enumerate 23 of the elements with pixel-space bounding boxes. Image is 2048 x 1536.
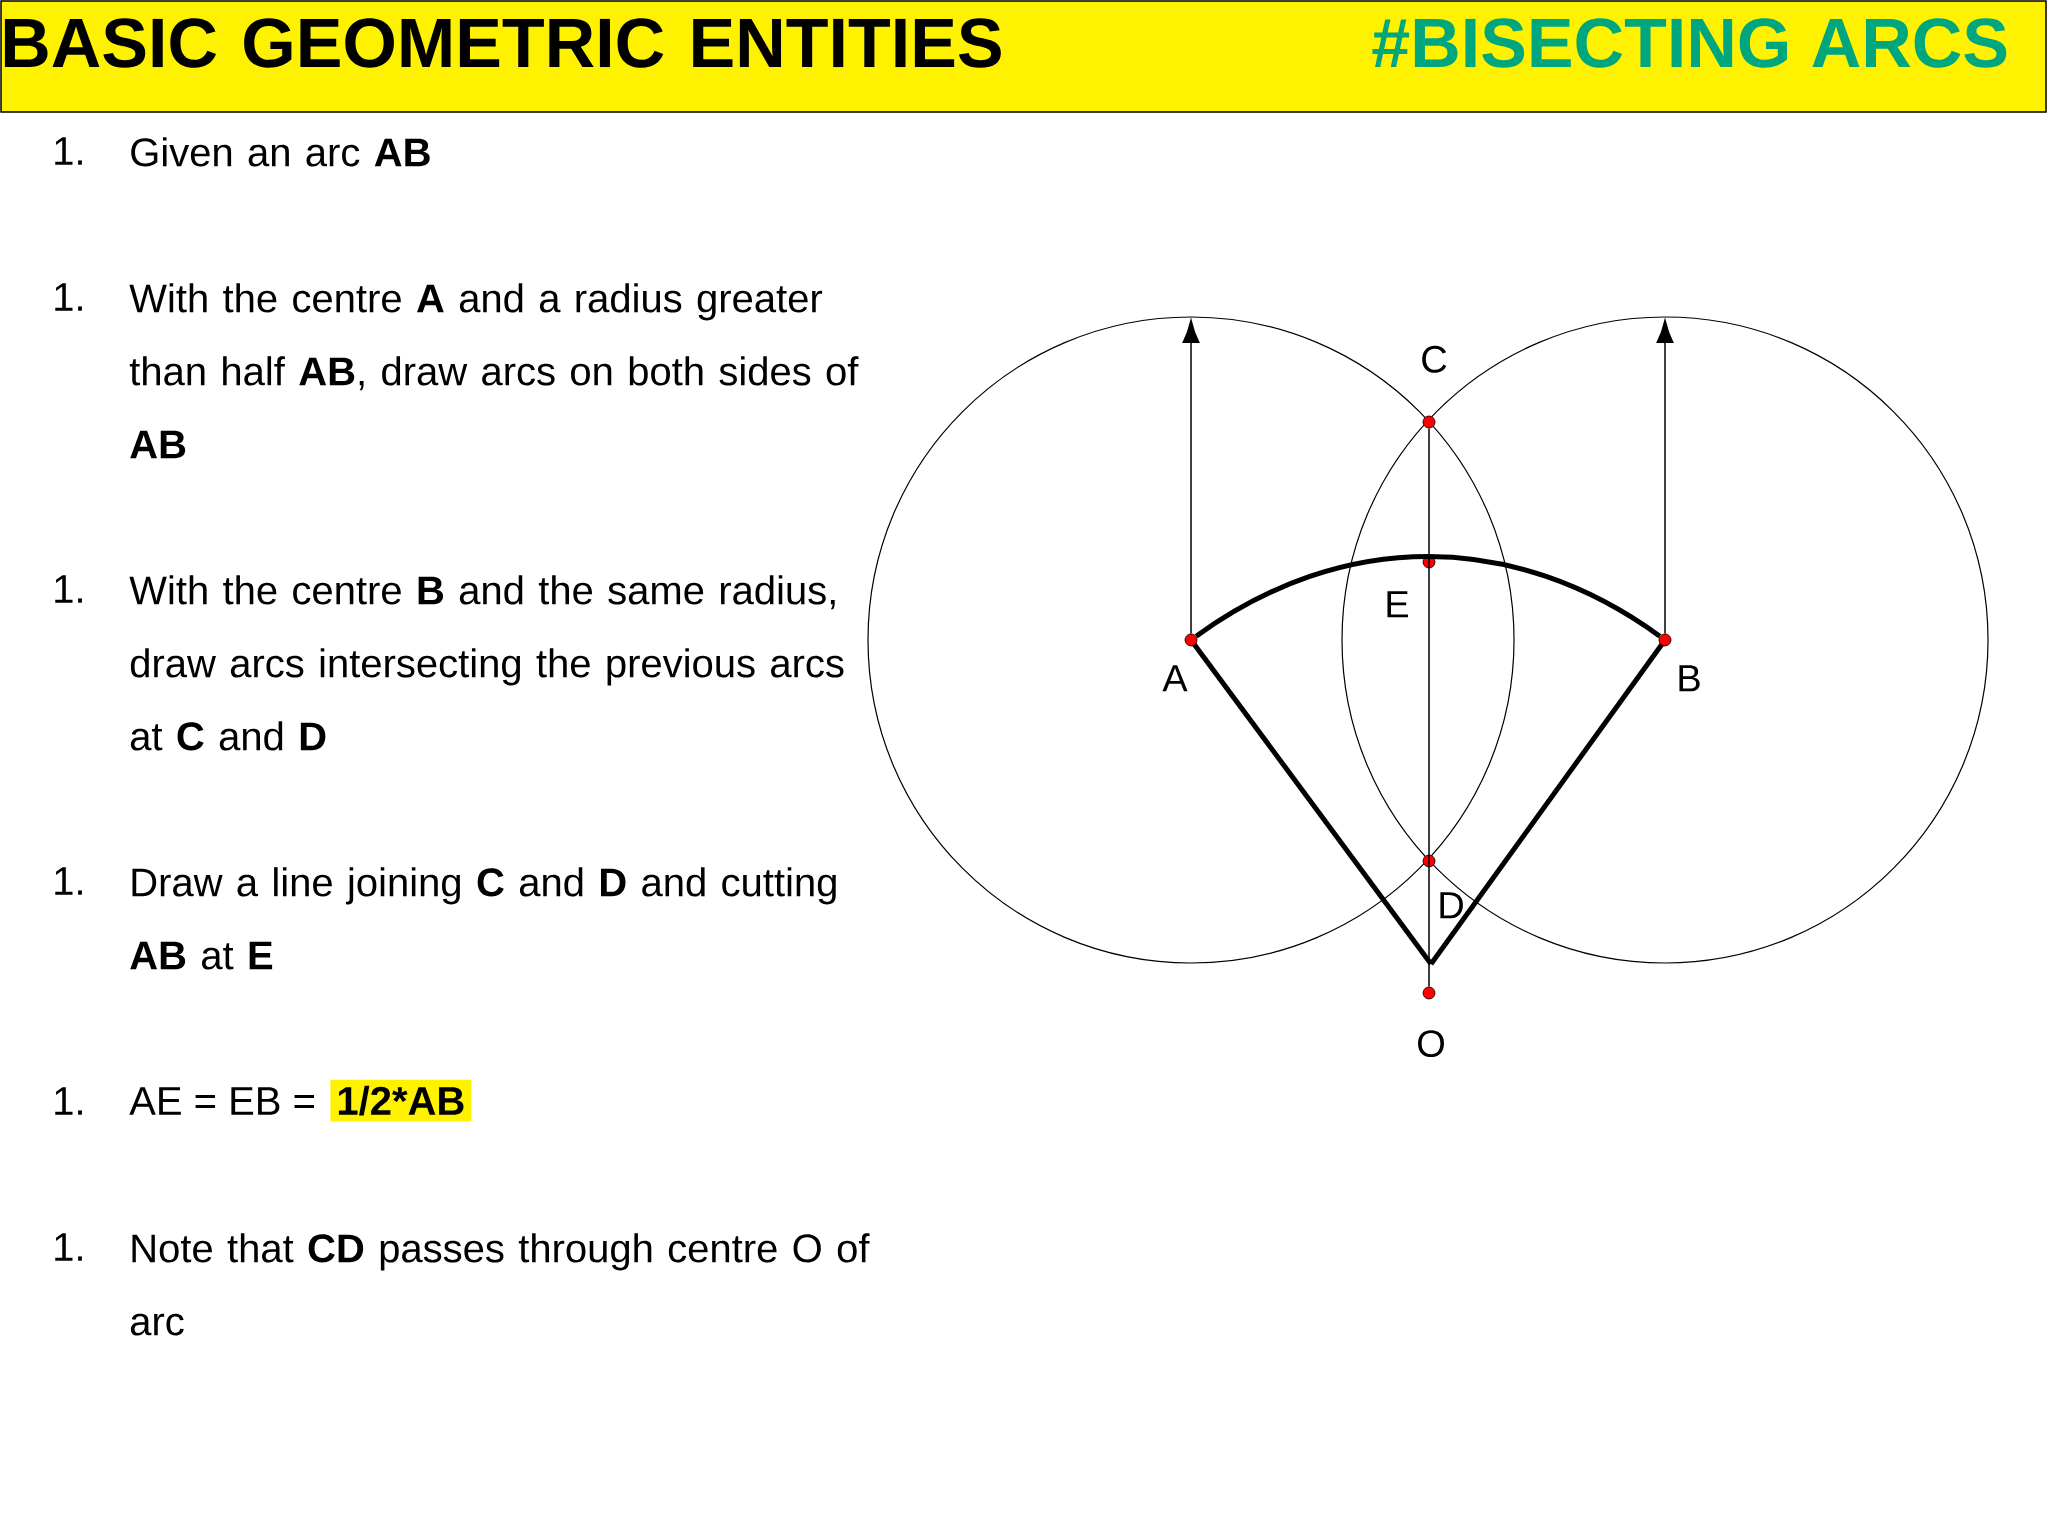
heading: #BISECTING ARCS [1372,18,2007,68]
arrow [1182,319,1200,635]
point-label: A [1162,665,1188,692]
list-item: Note that CD passes through centre O of arc [130,1233,870,1336]
list-number: 1. [55,575,82,603]
list-number: 1. [55,1087,82,1115]
list-item: With the centre B and the same radius, draw arcs intersecting the previous arcs at C and D [129,575,844,751]
point-label: D [1440,892,1463,919]
list-item: Draw a line joining C and D and cutting AB at E [130,867,836,970]
list-item: AE = EB = [129,1087,314,1115]
list-number: 1. [55,283,82,311]
point-label: B [1679,665,1700,692]
list-item: With the centre A and a radius greater than half AB, draw arcs on both sides of AB [129,283,859,459]
point-label: C [1422,345,1447,373]
list-number: 1. [55,867,82,895]
point-label: E [1387,591,1409,618]
arrow [1656,319,1674,635]
list-number: 1. [55,1233,82,1261]
list-number: 1. [55,137,82,165]
point-label: O [1418,1030,1444,1058]
list-item: Given an arc AB [131,137,430,167]
highlighted-text: 1/2*AB [330,1079,472,1122]
arc [1194,554,1662,639]
